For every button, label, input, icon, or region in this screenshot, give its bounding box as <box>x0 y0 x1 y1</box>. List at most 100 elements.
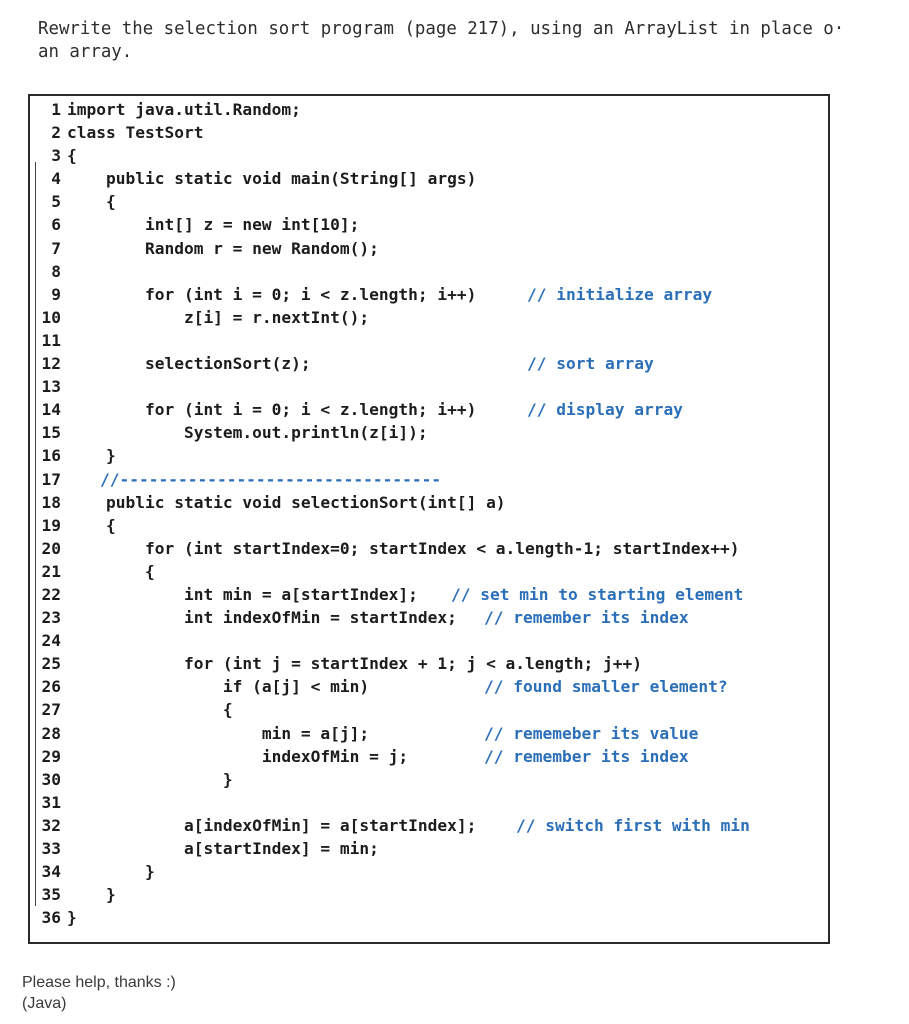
code-line: 27 { <box>37 698 827 721</box>
code-line: 16 } <box>37 444 827 467</box>
code-line: 30 } <box>37 768 827 791</box>
code-text: } <box>67 862 155 882</box>
code-text: } <box>67 769 233 789</box>
help-line-1: Please help, thanks :) <box>22 974 176 991</box>
code-text: import java.util.Random; <box>67 100 301 119</box>
code-line: 9 for (int i = 0; i < z.length; i++)// i… <box>37 283 827 306</box>
line-number: 16 <box>41 446 62 466</box>
code-comment: // remember its index <box>484 746 689 766</box>
code-line: 11 <box>37 329 827 352</box>
code-text: z[i] = r.nextInt(); <box>67 307 370 327</box>
code-text: } <box>67 908 77 928</box>
line-number: 3 <box>51 146 61 166</box>
code-line: 5 { <box>37 190 827 213</box>
line-number: 5 <box>51 192 61 212</box>
line-number: 35 <box>41 885 62 905</box>
code-line: 31 <box>37 791 827 814</box>
line-number-gutter-rule <box>35 162 36 906</box>
code-line: 6 int[] z = new int[10]; <box>37 213 827 236</box>
code-line: 4 public static void main(String[] args) <box>37 167 827 190</box>
code-line: 32 a[indexOfMin] = a[startIndex]; // swit… <box>37 814 827 837</box>
code-comment: // remember its index <box>484 608 689 628</box>
code-text: { <box>67 146 77 166</box>
code-text: if (a[j] < min) <box>67 677 370 697</box>
line-number: 29 <box>41 746 62 766</box>
help-note: Please help, thanks :) (Java) <box>22 972 176 1014</box>
code-line: 20 for (int startIndex=0; startIndex < a… <box>37 537 827 560</box>
code-line: 18 public static void selectionSort(int[… <box>37 491 827 514</box>
code-line: 23 int indexOfMin = startIndex;// rememb… <box>37 606 827 629</box>
code-text: a[startIndex] = min; <box>67 839 379 858</box>
code-comment: // sort array <box>527 354 654 374</box>
code-line: 35 } <box>37 883 827 906</box>
line-number: 32 <box>41 815 62 835</box>
line-number: 18 <box>41 492 62 512</box>
code-comment: // set min to starting element <box>451 584 744 604</box>
code-text: { <box>67 700 233 720</box>
code-text: selectionSort(z); <box>67 354 311 374</box>
code-text: Random r = new Random(); <box>67 238 379 258</box>
question-line-2: an array. <box>38 42 133 62</box>
code-comment: // display array <box>527 400 683 420</box>
line-number: 27 <box>41 700 62 720</box>
help-line-2: (Java) <box>22 995 67 1012</box>
line-number: 15 <box>41 423 62 443</box>
code-comment: // rememeber its value <box>484 723 699 743</box>
code-line: 17//--------------------------------- <box>37 468 827 491</box>
code-line: 19 { <box>37 514 827 537</box>
line-number: 2 <box>51 123 61 143</box>
code-line: 14 for (int i = 0; i < z.length; i++) // … <box>37 398 827 421</box>
code-text: min = a[j]; <box>67 723 370 743</box>
line-number: 24 <box>41 631 62 651</box>
code-line: 33 a[startIndex] = min; <box>37 837 827 860</box>
code-line: 8 <box>37 260 827 283</box>
line-number: 1 <box>51 100 61 119</box>
code-text: indexOfMin = j; <box>67 746 409 766</box>
line-number: 9 <box>51 284 61 304</box>
code-line: 28 min = a[j]; // rememeber its value <box>37 722 827 745</box>
line-number: 22 <box>41 584 62 604</box>
code-text: for (int j = startIndex + 1; j < a.lengt… <box>67 654 642 674</box>
code-line: 1 import java.util.Random; <box>37 98 827 121</box>
code-line: 22 int min = a[startIndex];// set min to… <box>37 583 827 606</box>
code-text: { <box>67 515 116 535</box>
line-number: 34 <box>41 862 62 882</box>
code-text: System.out.println(z[i]); <box>67 423 428 443</box>
line-number: 4 <box>51 169 61 189</box>
line-number: 14 <box>41 400 62 420</box>
line-number: 20 <box>41 538 62 558</box>
code-text: int indexOfMin = startIndex; <box>67 608 457 628</box>
code-text: } <box>67 446 116 466</box>
line-number: 28 <box>41 723 62 743</box>
code-comment: // switch first with min <box>516 815 750 835</box>
code-line: 26 if (a[j] < min)// found smaller eleme… <box>37 675 827 698</box>
line-number: 17 <box>41 469 62 489</box>
line-number: 10 <box>41 307 62 327</box>
code-text: int[] z = new int[10]; <box>67 215 360 235</box>
line-number: 19 <box>41 515 62 535</box>
code-line: 12 selectionSort(z);// sort array <box>37 352 827 375</box>
question-text: Rewrite the selection sort program (page… <box>38 18 878 74</box>
line-number: 25 <box>41 654 62 674</box>
line-number: 8 <box>51 261 61 281</box>
line-number: 6 <box>51 215 61 235</box>
line-number: 33 <box>41 839 62 858</box>
code-text: public static void main(String[] args) <box>67 169 477 189</box>
code-text: for (int i = 0; i < z.length; i++) <box>67 400 477 420</box>
code-line: 3{ <box>37 144 827 167</box>
code-line: 21 { <box>37 560 827 583</box>
code-line: 10 z[i] = r.nextInt(); <box>37 306 827 329</box>
code-text: a[indexOfMin] = a[startIndex]; <box>67 815 477 835</box>
code-text: { <box>67 192 116 212</box>
line-number: 30 <box>41 769 62 789</box>
code-listing-frame <box>28 94 830 944</box>
line-number: 7 <box>51 238 61 258</box>
code-line: 36} <box>37 906 827 929</box>
question-line-1: Rewrite the selection sort program (page… <box>38 19 845 39</box>
code-line: 29 indexOfMin = j; // remember its index <box>37 745 827 768</box>
code-text: for (int startIndex=0; startIndex < a.le… <box>67 538 740 558</box>
line-number: 26 <box>41 677 62 697</box>
code-text: } <box>67 885 116 905</box>
line-number: 11 <box>41 330 62 350</box>
